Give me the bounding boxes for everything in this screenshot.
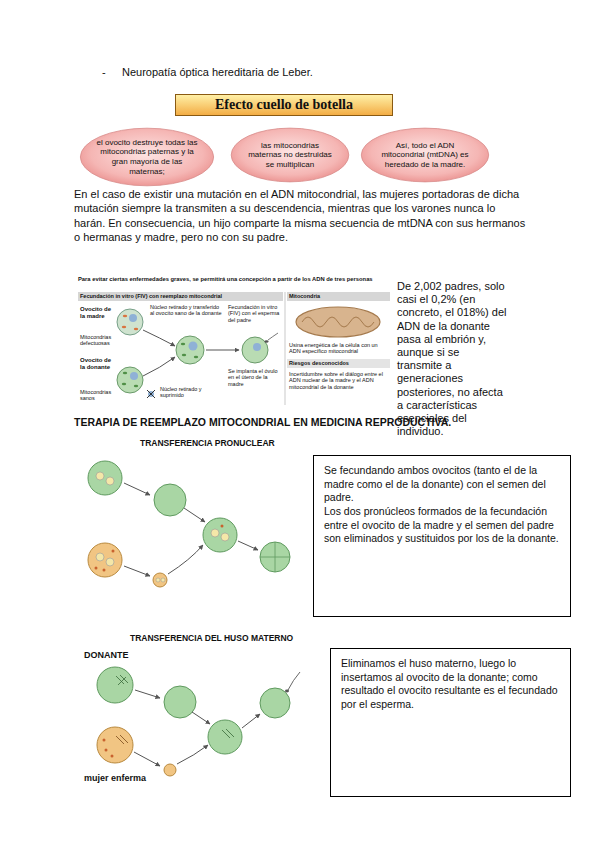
panel-heading: Fecundación in vitro (FIV) con reemplazo…	[80, 293, 283, 299]
panel-text: Incertidumbre sobre el diálogo entre el …	[289, 371, 389, 390]
step-oval: las mitocondrias maternas no destruidas …	[230, 127, 350, 183]
step-label: Núcleo retirado y suprimido	[160, 386, 225, 399]
note-box: Se fecundando ambos ovocitos (tanto el d…	[313, 455, 571, 617]
figure-title: TRANSFERENCIA PRONUCLEAR	[140, 439, 310, 449]
step-label: Núcleo retirado y transferido al ovocito…	[150, 304, 222, 317]
oval-outline	[231, 128, 349, 182]
cell-label: Mitocondrias sanos	[80, 389, 118, 402]
pronuclear-figure	[88, 461, 290, 587]
node-text: Eliminamos el huso materno, luego lo ins…	[341, 657, 560, 712]
spindle-figure	[97, 667, 300, 776]
cell-label: Ovocito de la madre	[80, 306, 116, 320]
oval-outline	[361, 128, 488, 182]
step-oval: Así, todo el ADN mitocondrial (mtDNA) es…	[360, 127, 490, 183]
list-item: Neuropatía óptica hereditaria de Leber.	[122, 66, 442, 79]
node-text: Los dos pronúcleos formados de la fecund…	[324, 505, 560, 546]
side-note: De 2,002 padres, solo casi el 0,2% (en c…	[397, 280, 507, 438]
section-heading: TERAPIA DE REEMPLAZO MITOCONDRIAL EN MED…	[74, 416, 574, 428]
node-text-group: Así, todo el ADN mitocondrial (mtDNA) es…	[377, 141, 473, 170]
node-text: Así, todo el ADN mitocondrial (mtDNA) es…	[377, 141, 473, 170]
node-text-group: Efecto cuello de botella	[215, 97, 353, 112]
node-text-group: las mitocondrias maternas no destruidas …	[246, 141, 335, 170]
figure-title: TRANSFERENCIA DEL HUSO MATERNO	[130, 634, 330, 644]
node-text-group: Se fecundando ambos ovocitos (tanto el d…	[314, 456, 570, 554]
step-label: Se implanta el óvulo en el útero de la m…	[228, 368, 283, 387]
figure-label: mujer enferma	[84, 773, 164, 783]
figure-label: DONANTE	[84, 650, 144, 660]
node-text-group: Eliminamos el huso materno, luego lo ins…	[331, 649, 570, 720]
step-oval: el ovocito destruye todas las mitocondri…	[79, 127, 215, 187]
node-text: Se fecundando ambos ovocitos (tanto el d…	[324, 464, 560, 505]
body-paragraph: En el caso de existir una mutación en el…	[74, 187, 529, 244]
step-label: Fecundación in vitro (FIV) con el esperm…	[228, 304, 283, 323]
node-text: el ovocito destruye todas las mitocondri…	[97, 138, 198, 176]
figure-header: Para evitar ciertas enfermedades graves,…	[78, 276, 390, 283]
cell-label: Mitocondrias defectuosas	[80, 334, 117, 347]
title-banner: Efecto cuello de botella	[175, 94, 393, 116]
panel-heading: Riesgos desconocidos	[289, 360, 389, 366]
node-text-group: el ovocito destruye todas las mitocondri…	[97, 138, 198, 176]
panel-heading: Mitocondria	[289, 293, 389, 299]
note-box: Eliminamos el huso materno, luego lo ins…	[330, 648, 571, 797]
node-text: las mitocondrias maternas no destruidas …	[246, 141, 335, 170]
node-text: Efecto cuello de botella	[215, 97, 353, 112]
ivf-infographic	[78, 292, 390, 405]
bullet-mark: -	[102, 66, 114, 79]
oval-outline	[80, 128, 213, 186]
cell-label: Ovocito de la donante	[80, 357, 116, 371]
panel-text: Usina energética de la célula con un ADN…	[289, 342, 389, 355]
